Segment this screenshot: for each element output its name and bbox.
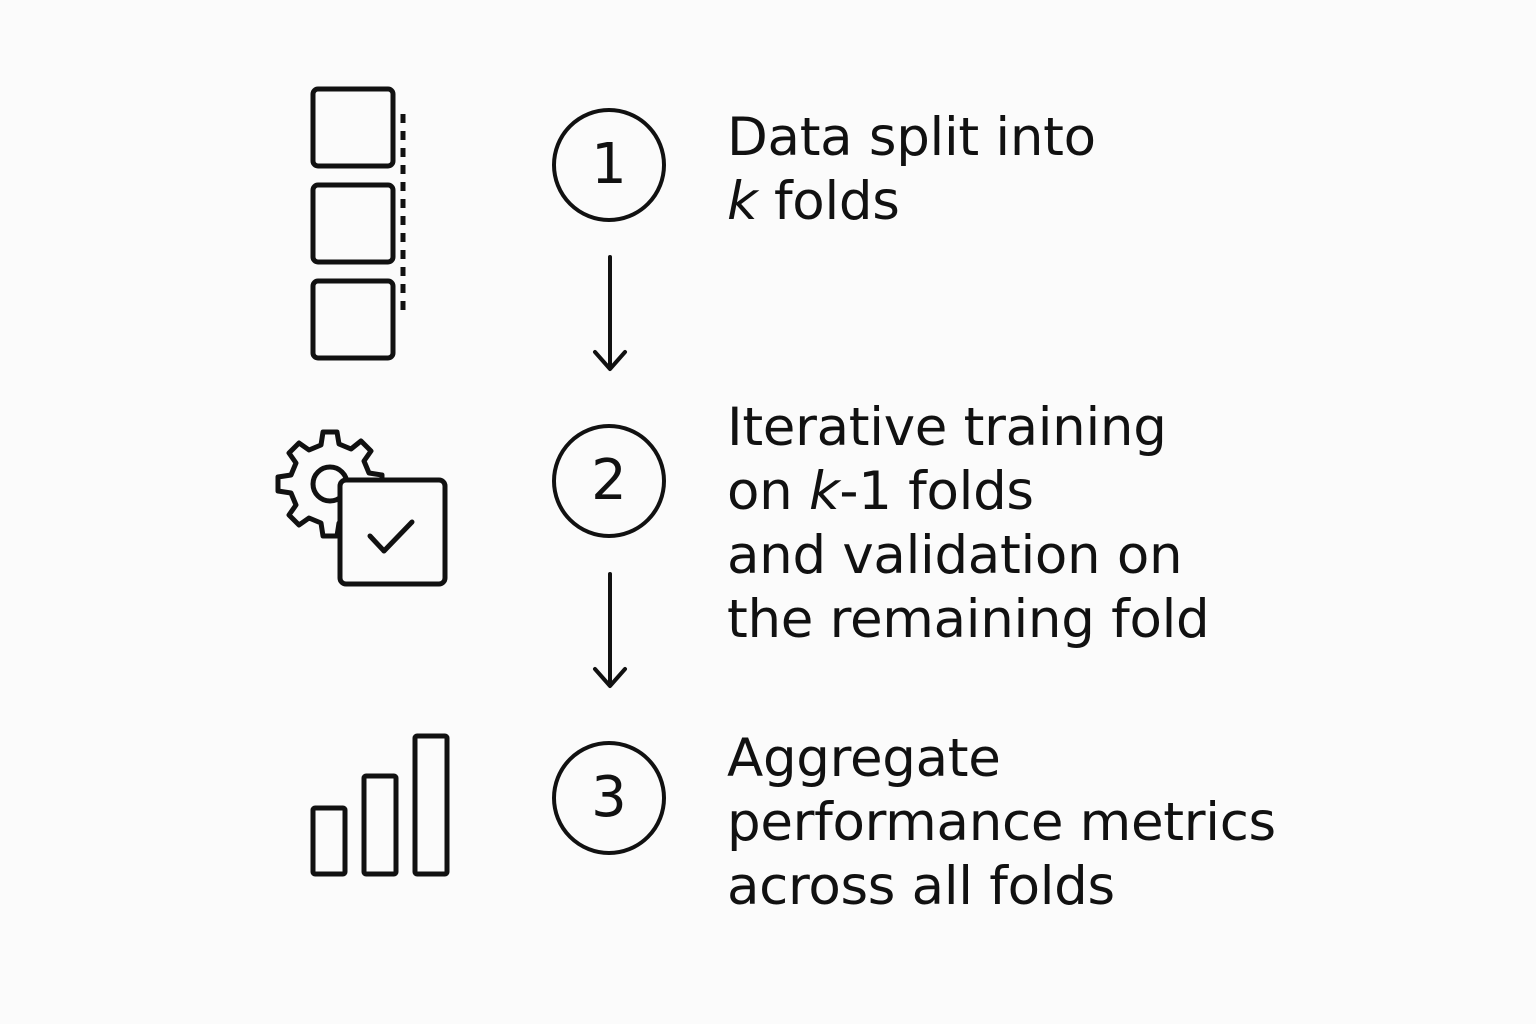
text-run: folds [757,171,900,232]
text-run: across all folds [727,856,1115,917]
text-run: -1 folds [839,461,1034,522]
text-run: Data split into [727,107,1096,168]
down-arrow-icon [590,572,630,696]
italic-variable: k [808,461,840,522]
text-run: Iterative training [727,397,1167,458]
step-text-line: the remaining fold [727,588,1327,652]
step-3-circle: 3 [552,741,666,855]
step-text-line: Aggregate [727,727,1327,791]
step-text-line: and validation on [727,524,1327,588]
italic-variable: k [727,171,758,232]
bar-chart-icon [308,730,453,880]
step-text-line: Data split into [727,106,1327,170]
text-run: and validation on [727,525,1183,586]
step-text-line: performance metrics [727,791,1327,855]
step-1-circle: 1 [552,108,666,222]
stacked-folds-icon [306,84,416,364]
text-run: performance metrics [727,792,1276,853]
text-run: the remaining fold [727,589,1210,650]
step-2-circle: 2 [552,424,666,538]
text-run: on [727,461,809,522]
step-text-line: Iterative training [727,396,1327,460]
step-text-line: k folds [727,170,1327,234]
gear-checkbox-icon [275,428,456,593]
step-text-line: across all folds [727,855,1327,919]
down-arrow-icon [590,255,630,379]
step-text-line: on k-1 folds [727,460,1327,524]
text-run: Aggregate [727,728,1001,789]
